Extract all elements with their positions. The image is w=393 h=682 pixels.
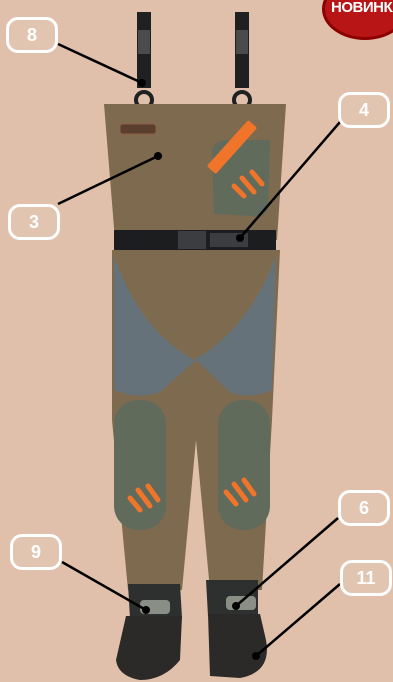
callout-label-4: 4 [338, 92, 390, 128]
boot-foot-left [116, 616, 182, 680]
new-badge-text: НОВИНКА [331, 0, 393, 16]
suspender-straps [136, 12, 250, 108]
callout-label-8: 8 [6, 17, 58, 53]
boot-foot-right [208, 614, 267, 678]
knee-panel-right [218, 400, 270, 530]
callout-label-3: 3 [8, 204, 60, 240]
callout-label-6: 6 [338, 490, 390, 526]
callout-label-11: 11 [340, 560, 392, 596]
callout-label-9: 9 [10, 534, 62, 570]
brand-logo [120, 124, 156, 134]
